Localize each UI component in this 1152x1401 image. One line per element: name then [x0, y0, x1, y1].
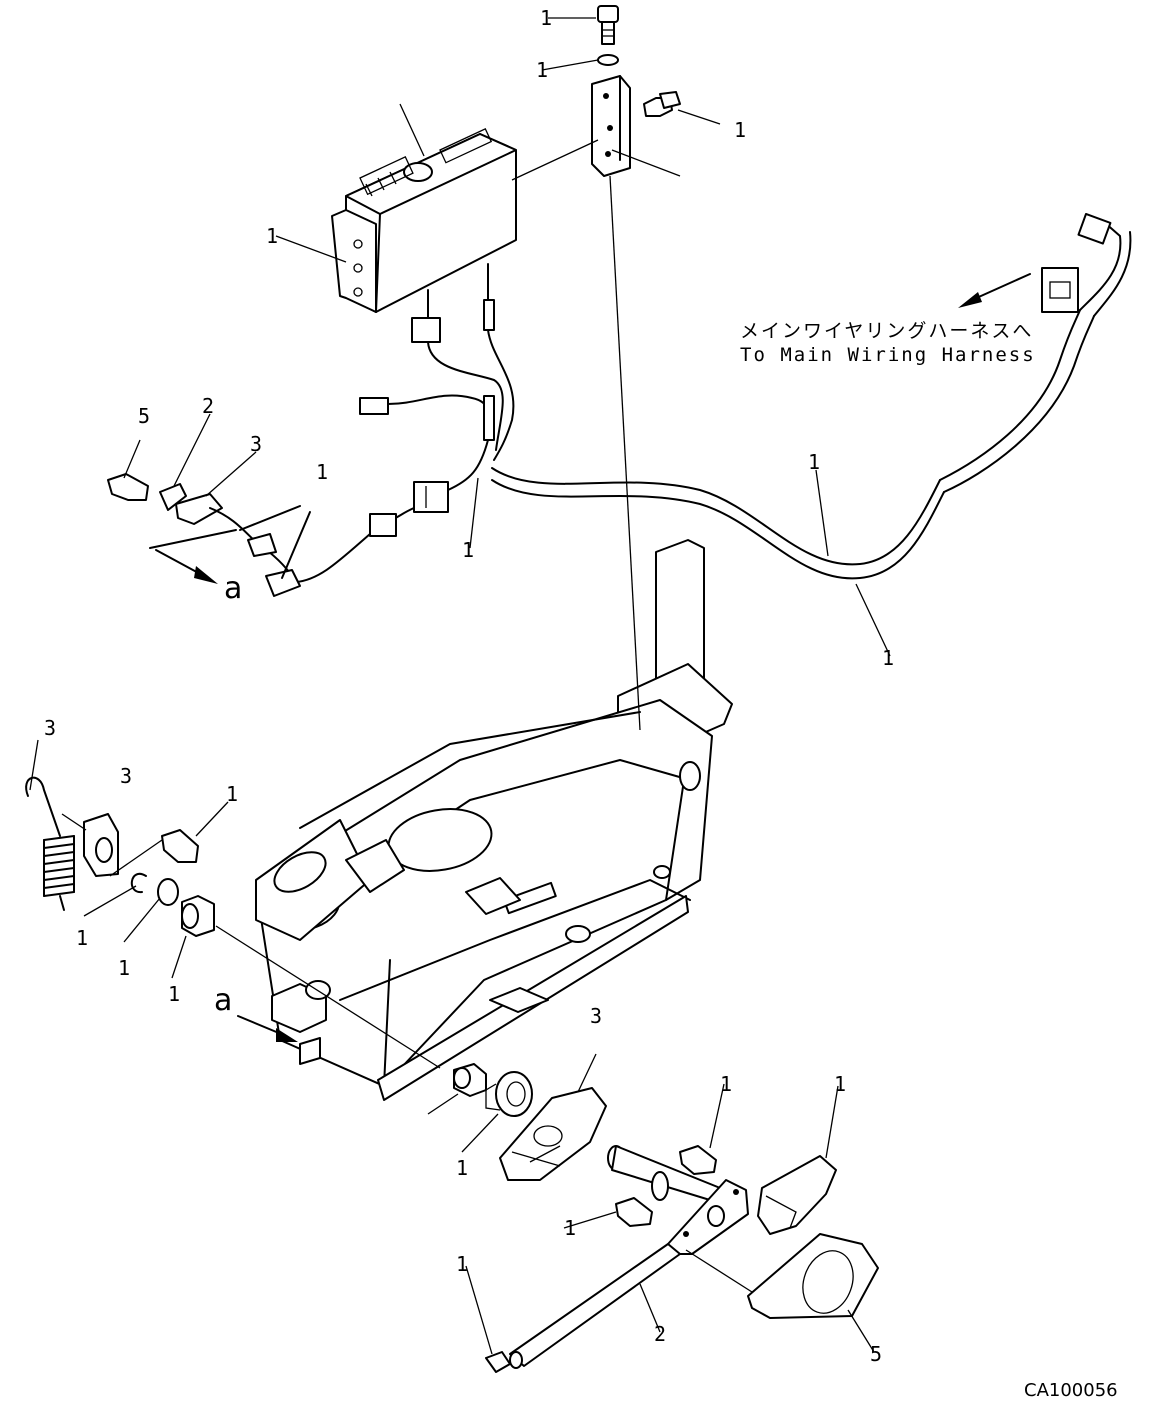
part-number-label: 5 [870, 1342, 883, 1366]
view-a-arrow-upper [149, 529, 237, 584]
part-number-label: 1 [564, 1216, 577, 1240]
spring-bracket [83, 813, 119, 877]
part-number-label: 1 [456, 1156, 469, 1180]
part-number-label: 1 [734, 118, 747, 142]
part-number-label: 5 [138, 404, 151, 428]
flange-bushing [485, 1071, 533, 1117]
harness-note-jp: メインワイヤリングハーネスへ [740, 320, 1034, 342]
left-cover [499, 1087, 607, 1181]
pedal-pad [747, 1233, 879, 1319]
top-washer [597, 54, 619, 66]
part-number-label: 3 [250, 432, 263, 456]
console-frame [255, 539, 733, 1101]
part-number-label: 1 [834, 1072, 847, 1096]
side-bolt [643, 91, 681, 117]
view-a-callout-upper: a [224, 571, 243, 606]
switch-assembly [107, 473, 311, 597]
pivot-bushing [181, 895, 215, 937]
shaft-bolt-lower [615, 1197, 653, 1227]
part-number-label: 3 [120, 764, 133, 788]
monitor-harness [295, 213, 1132, 583]
part-number-label: 1 [266, 224, 279, 248]
part-number-label: 1 [720, 1072, 733, 1096]
part-number-label: 1 [808, 450, 821, 474]
part-number-label: 1 [168, 982, 181, 1006]
shaft-bolt-upper [679, 1145, 717, 1175]
pedal-shaft [607, 1145, 741, 1209]
part-number-label: 2 [202, 394, 215, 418]
part-number-label: 1 [456, 1252, 469, 1276]
harness-destination-note: メインワイヤリングハーネスへ To Main Wiring Harness [740, 320, 1036, 368]
return-spring [25, 776, 75, 911]
part-number-label: 1 [76, 926, 89, 950]
monitor-unit [331, 128, 517, 313]
pedal-plate [667, 1179, 749, 1255]
part-number-label: 1 [226, 782, 239, 806]
part-number-label: 2 [654, 1322, 667, 1346]
leader-lines [29, 17, 891, 1355]
part-number-label: 1 [882, 646, 895, 670]
part-number-label: 3 [44, 716, 57, 740]
view-a-callout-lower: a [214, 983, 233, 1018]
figure-id: CA100056 [1024, 1380, 1118, 1401]
monitor-bracket [591, 75, 631, 177]
rod-end-plug [485, 1351, 511, 1373]
harness-note-en: To Main Wiring Harness [740, 343, 1036, 366]
lower-bushing [453, 1063, 487, 1097]
part-number-label: 1 [540, 6, 553, 30]
pivot-washer [157, 878, 179, 906]
harness-direction-arrow [958, 273, 1031, 308]
top-bolt [597, 5, 619, 45]
pedal-rod [509, 1243, 681, 1369]
part-number-label: 1 [462, 538, 475, 562]
bracket-bolt [161, 829, 199, 863]
part-number-label: 3 [590, 1004, 603, 1028]
right-cover [757, 1155, 837, 1235]
snap-ring [131, 872, 147, 894]
view-a-arrow-lower [237, 1015, 298, 1042]
part-number-label: 1 [536, 58, 549, 82]
part-number-label: 1 [316, 460, 329, 484]
part-number-label: 1 [118, 956, 131, 980]
